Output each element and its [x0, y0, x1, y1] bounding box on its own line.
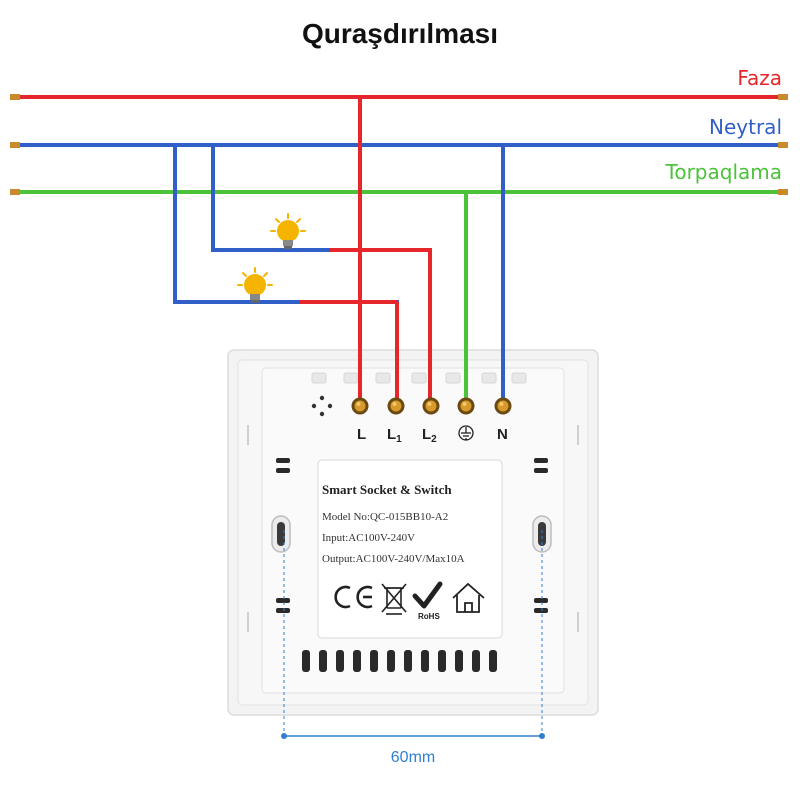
vent-slot — [302, 650, 310, 672]
screw-icon — [311, 395, 333, 417]
label-title: Smart Socket & Switch — [322, 482, 452, 497]
ground-label: Torpaqlama — [665, 160, 782, 184]
product-label: Smart Socket & Switch Model No:QC-015BB1… — [317, 459, 503, 639]
terminal-block — [351, 397, 512, 415]
vent-slot — [421, 650, 429, 672]
vent-slots — [302, 650, 497, 672]
light-bulb-icon — [270, 213, 306, 249]
label-input: Input:AC100V-240V — [322, 532, 415, 544]
ground-symbol-icon — [458, 425, 474, 441]
label-model: Model No:QC-015BB10-A2 — [322, 511, 448, 523]
weee-bin-icon — [381, 583, 407, 615]
terminal-label-L: L — [357, 426, 366, 443]
light-bulb-icon — [237, 267, 273, 303]
vent-slot — [455, 650, 463, 672]
wires-group — [10, 94, 788, 400]
wire-end — [10, 189, 20, 195]
wire-end — [10, 142, 20, 148]
vent-slot — [438, 650, 446, 672]
home-icon — [452, 582, 485, 613]
vent-slot — [472, 650, 480, 672]
wire-end — [778, 189, 788, 195]
page-title: Quraşdırılması — [301, 18, 499, 49]
ce-mark-icon — [334, 585, 373, 609]
dimension-label: 60mm — [391, 749, 435, 766]
vent-slot — [336, 650, 344, 672]
dimension-marker — [281, 530, 545, 739]
neutral-label: Neytral — [709, 115, 782, 139]
rohs-check-icon: RoHS — [412, 581, 443, 621]
wire-end — [778, 94, 788, 100]
wire-end — [778, 142, 788, 148]
svg-text:RoHS: RoHS — [418, 612, 440, 621]
vent-slot — [370, 650, 378, 672]
vent-slot — [489, 650, 497, 672]
vent-slot — [353, 650, 361, 672]
lamp1-switched — [330, 248, 432, 400]
vent-slot — [404, 650, 412, 672]
vent-slot — [319, 650, 327, 672]
terminal-labels: L L1 L2 N — [357, 425, 508, 445]
terminal-label-N: N — [497, 426, 508, 443]
vent-slot — [387, 650, 395, 672]
wire-end — [10, 94, 20, 100]
label-output: Output:AC100V-240V/Max10A — [322, 553, 465, 565]
phase-label: Faza — [737, 66, 782, 90]
